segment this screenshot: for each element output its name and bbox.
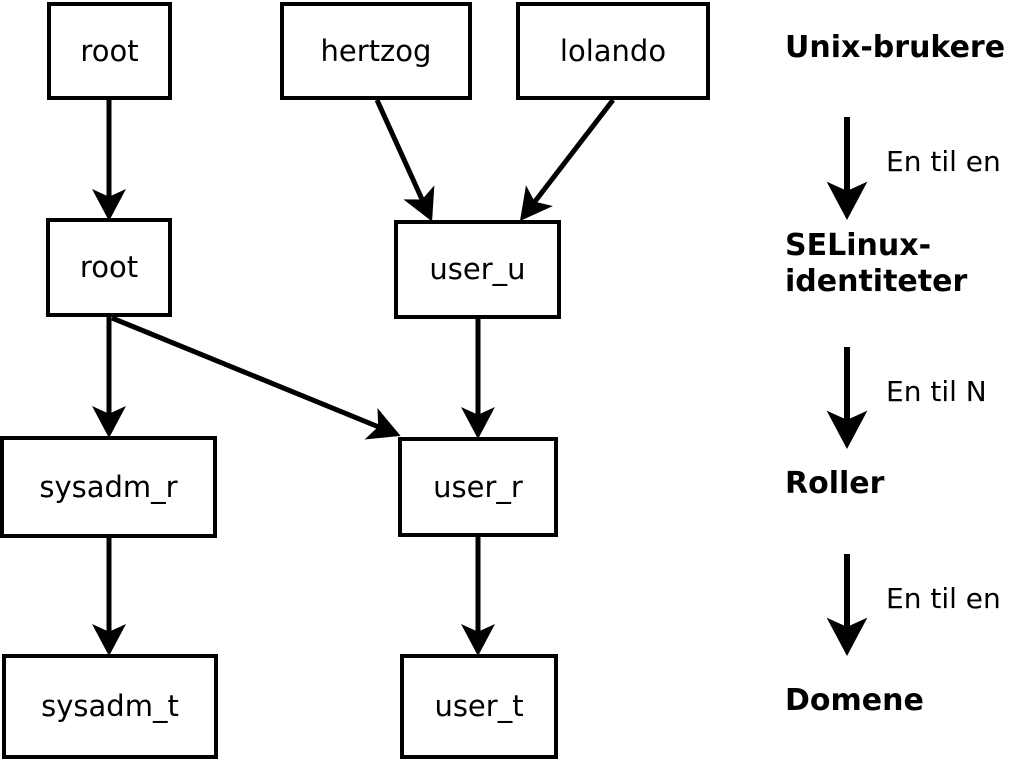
edge-lolando-to-user-u (519, 98, 615, 221)
node-label: lolando (559, 33, 667, 68)
node-role-user-r[interactable]: user_r (398, 437, 558, 537)
node-label: hertzog (320, 33, 432, 68)
node-unix-lolando[interactable]: lolando (516, 2, 710, 100)
node-unix-root[interactable]: root (47, 2, 172, 100)
graph-edges (92, 98, 615, 656)
node-label: root (79, 250, 139, 284)
node-label: sysadm_t (41, 689, 179, 723)
node-domain-user-t[interactable]: user_t (400, 654, 558, 759)
legend-relation-label-one-to-one-lower: En til en (886, 582, 1001, 615)
node-label: user_u (429, 252, 526, 286)
edge-hertzog-to-user-u (374, 98, 435, 222)
node-label: root (80, 33, 139, 68)
node-role-sysadm-r[interactable]: sysadm_r (0, 436, 217, 538)
legend-tier-domene: Domene (785, 683, 924, 718)
node-label: sysadm_r (39, 469, 178, 504)
legend-tier-roller: Roller (785, 466, 885, 501)
legend-tier-unix-brukere: Unix-brukere (785, 30, 1006, 65)
node-unix-hertzog[interactable]: hertzog (280, 2, 472, 100)
node-selinux-identity-user-u[interactable]: user_u (394, 220, 561, 319)
legend-relation-label-one-to-n: En til N (886, 375, 987, 408)
node-label: user_t (434, 689, 524, 723)
node-label: user_r (433, 469, 523, 504)
legend-tier-selinux-identiteter: SELinux- identiteter (785, 228, 968, 299)
node-domain-sysadm-t[interactable]: sysadm_t (2, 654, 218, 759)
node-selinux-identity-root[interactable]: root (46, 218, 172, 317)
legend-relation-label-one-to-one-upper: En til en (886, 145, 1001, 178)
edge-root-to-user-r (111, 315, 401, 440)
